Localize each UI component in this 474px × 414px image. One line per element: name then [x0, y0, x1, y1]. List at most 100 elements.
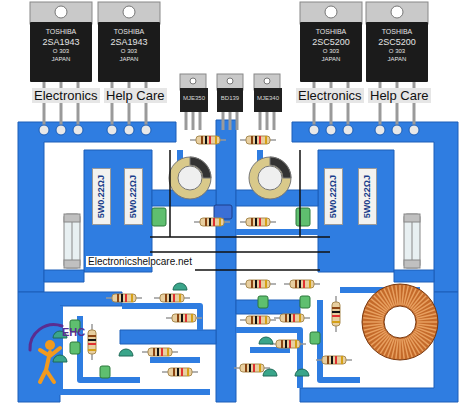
small-component — [205, 136, 207, 144]
small-component — [154, 294, 190, 302]
small-component — [265, 218, 267, 226]
fuse — [64, 214, 80, 268]
small-component — [187, 368, 189, 376]
small-component — [299, 280, 301, 288]
part-number: O 303 — [369, 48, 425, 56]
toroid-inductor — [384, 306, 416, 338]
small-component — [215, 136, 217, 144]
resistor-value: 5W0.22ΩJ — [128, 175, 139, 218]
solder-pad — [124, 125, 134, 135]
small-component — [153, 348, 155, 356]
toroid-inductor — [396, 285, 398, 305]
solder-pad — [56, 125, 66, 135]
small-component — [205, 218, 207, 226]
logo-text: EHC — [60, 326, 87, 338]
copper-plane — [394, 270, 434, 282]
mounting-hole — [325, 6, 337, 18]
copper-trace — [320, 300, 360, 380]
mounting-hole — [190, 78, 196, 84]
small-component — [270, 340, 306, 348]
part-number: TOSHIBA — [303, 28, 359, 37]
jumper-wire — [195, 269, 320, 271]
part-number: TOSHIBA — [33, 28, 89, 37]
part-number: JAPAN — [369, 56, 425, 64]
copper-plane — [292, 122, 458, 292]
trimmer — [214, 205, 232, 219]
watermark: Electronics — [296, 88, 364, 103]
small-component — [167, 348, 169, 356]
solder-pad — [39, 125, 419, 135]
logo-figure — [30, 325, 62, 382]
small-component — [213, 218, 215, 226]
fuse — [404, 260, 420, 268]
mounting-hole — [123, 6, 135, 18]
mounting-hole — [55, 6, 403, 84]
transistor-leg — [236, 110, 239, 130]
small-component — [332, 315, 340, 317]
copper-plane — [216, 120, 236, 402]
copper-trace — [236, 330, 300, 388]
small-component — [157, 348, 159, 356]
small-component — [274, 314, 310, 322]
film-capacitor — [258, 296, 268, 308]
logo-figure — [45, 340, 55, 350]
part-number: TOSHIBA — [369, 28, 425, 37]
small-component — [240, 218, 276, 226]
small-component — [332, 307, 340, 309]
film-capacitor — [300, 296, 310, 308]
copper-plane — [318, 150, 394, 272]
small-component — [185, 314, 187, 322]
small-component — [245, 364, 247, 372]
small-component — [246, 280, 270, 288]
solder-pad — [409, 125, 419, 135]
resistor-value: 5W0.22ΩJ — [328, 175, 339, 218]
toroid-inductor — [417, 321, 437, 323]
small-component — [253, 364, 255, 372]
transistor-tab — [98, 2, 160, 24]
small-component — [289, 340, 291, 348]
small-component — [285, 314, 287, 322]
jumper-wire — [150, 251, 330, 253]
fuse — [404, 214, 420, 268]
jumper-wire — [150, 150, 330, 270]
small-component — [181, 314, 183, 322]
small-component — [162, 368, 198, 376]
small-component — [259, 218, 261, 226]
small-component — [249, 364, 251, 372]
small-component — [265, 316, 267, 324]
toroid-inductor — [402, 339, 404, 359]
fuse — [72, 222, 73, 260]
small-component — [200, 218, 224, 226]
copper-plane — [84, 150, 152, 272]
copper-plane — [120, 330, 216, 344]
small-component — [259, 280, 261, 288]
small-component — [309, 280, 311, 288]
small-component — [259, 316, 261, 324]
jumper-wire — [169, 150, 171, 237]
small-component — [168, 368, 192, 376]
solder-pad — [39, 125, 49, 135]
solder-pad — [309, 125, 319, 135]
solder-pad — [73, 125, 83, 135]
small-component — [240, 316, 276, 324]
small-component — [251, 280, 253, 288]
part-number: TOSHIBA — [101, 28, 157, 37]
transistor-leg — [199, 110, 202, 130]
film-capacitor — [100, 366, 110, 378]
toroid-inductor — [363, 285, 437, 359]
small-component — [121, 294, 123, 302]
part-number: JAPAN — [33, 56, 89, 64]
small-component — [259, 136, 261, 144]
copper-trace — [80, 316, 140, 380]
part-number: 2SC5200 — [303, 37, 359, 48]
part-number: 2SC5200 — [369, 37, 425, 48]
small-component — [255, 316, 257, 324]
cement-resistor: 5W0.22ΩJ — [92, 168, 111, 225]
small-component — [263, 369, 277, 376]
small-component — [276, 340, 300, 348]
small-component — [295, 280, 297, 288]
small-component — [251, 218, 253, 226]
transistor-leg — [185, 110, 188, 130]
small-component — [165, 294, 167, 302]
